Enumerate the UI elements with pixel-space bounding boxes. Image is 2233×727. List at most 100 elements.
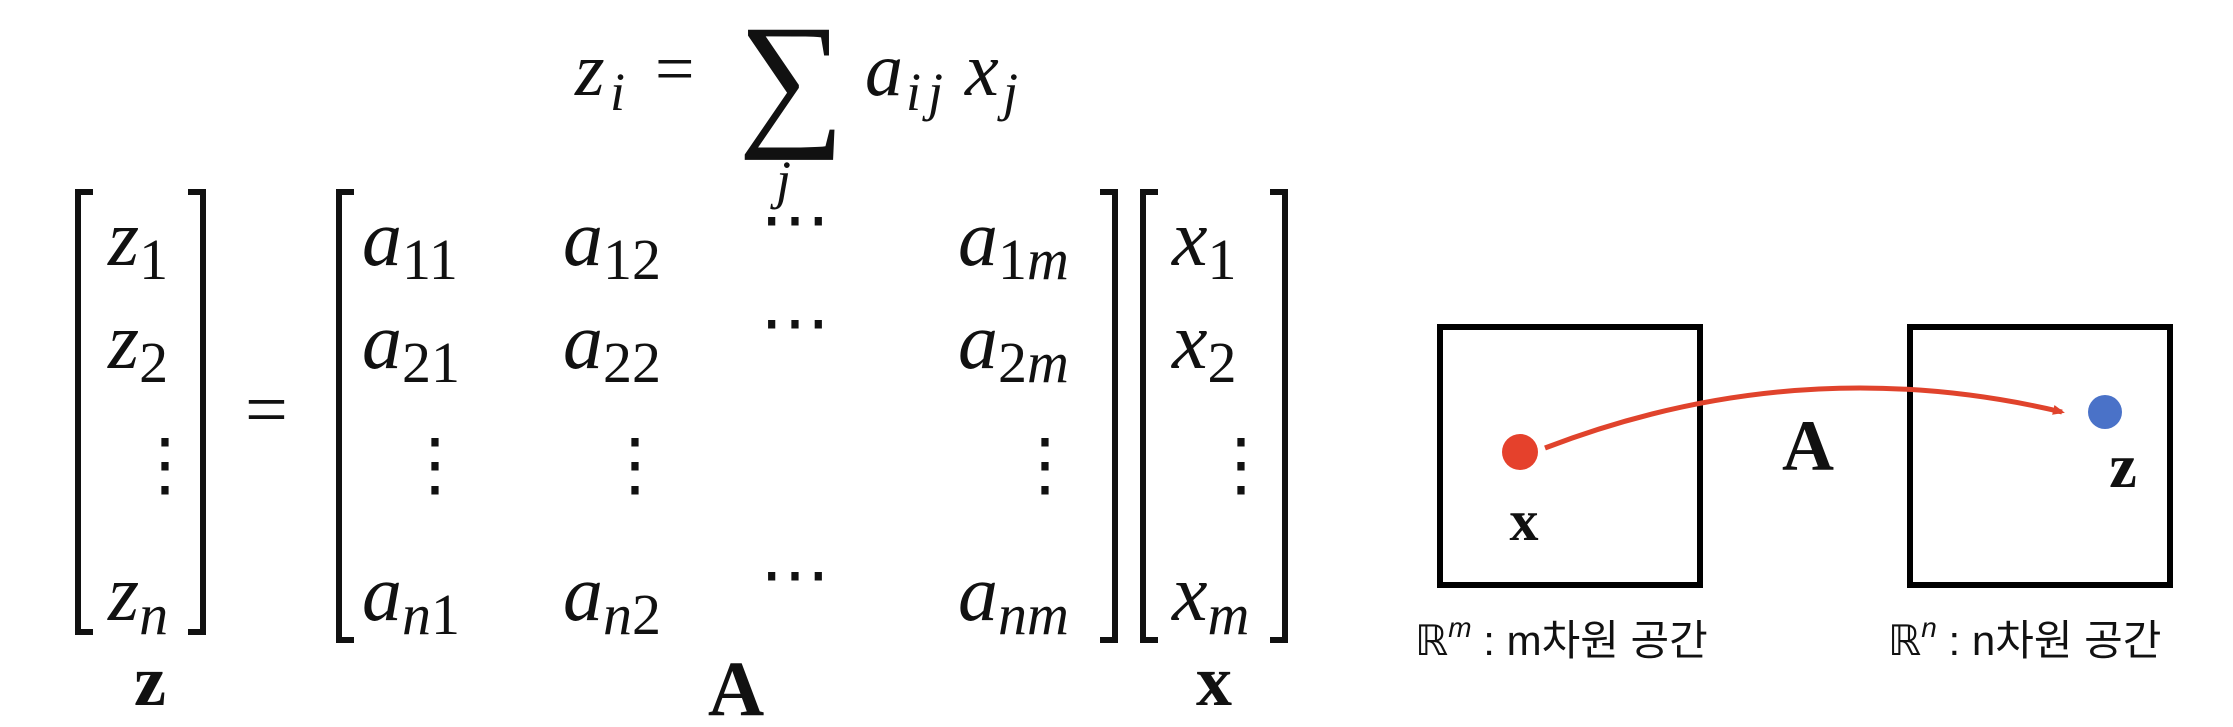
a-entry-sub: 21 xyxy=(402,330,460,395)
x-entry-base: x xyxy=(1171,195,1208,283)
space-n-exponent: n xyxy=(1921,612,1937,643)
formula-a-index-j: j xyxy=(922,62,943,122)
space-m-caption: ℝm : m차원 공간 xyxy=(1415,612,1708,664)
a-entry: a1m xyxy=(958,195,1069,292)
space-n-symbol: ℝ xyxy=(1888,617,1921,664)
a-entry: ⋮ xyxy=(1010,427,1080,504)
sum-symbol: ∑ xyxy=(738,0,845,161)
z-entry-sub: n xyxy=(139,582,168,647)
sum-index-j: j xyxy=(770,150,791,210)
a-entry-sub-part: 1 xyxy=(998,227,1027,292)
a-entry-sub: 2m xyxy=(998,330,1069,395)
z-entry-sub: 1 xyxy=(139,227,168,292)
a-entry: ⋯ xyxy=(760,182,830,259)
space-m-text: : m차원 공간 xyxy=(1472,617,1708,664)
a-entry-sub-part: 2 xyxy=(998,330,1027,395)
a-entry-base: ⋮ xyxy=(1010,427,1080,504)
formula-z-index-i: i xyxy=(610,62,625,122)
a-entry-base: ⋯ xyxy=(760,537,830,614)
formula-x-index-j: j xyxy=(997,62,1018,122)
a-entry: ⋮ xyxy=(400,427,470,504)
z-entry-base: z xyxy=(107,550,139,638)
a-entry: a21 xyxy=(362,298,460,395)
z-entry: z1 xyxy=(107,195,168,292)
z-entry: z2 xyxy=(107,298,168,395)
z-vector-left-bracket xyxy=(75,189,93,635)
x-vector-left-bracket xyxy=(1140,189,1158,643)
z-entry-sub: 2 xyxy=(139,330,168,395)
a-entry-sub: 22 xyxy=(603,330,661,395)
z-vector-label: z xyxy=(134,641,166,721)
a-entry-sub-part: 2 xyxy=(632,582,661,647)
mapping-arrow xyxy=(1544,385,2065,451)
a-entry-sub-part: n xyxy=(603,582,632,647)
space-m-symbol: ℝ xyxy=(1415,617,1448,664)
z-vector-right-bracket xyxy=(188,189,206,635)
space-n-box xyxy=(1907,324,2173,588)
space-m-box xyxy=(1437,324,1703,588)
z-entry-base: z xyxy=(107,195,139,283)
z-entry-base: z xyxy=(107,298,139,386)
space-n-text: : n차원 공간 xyxy=(1937,617,2162,664)
a-entry-base: ⋯ xyxy=(760,285,830,362)
a-matrix-label: A xyxy=(708,645,764,727)
formula-a: a xyxy=(865,28,903,112)
x-entry-base: x xyxy=(1171,298,1208,386)
x-vector-right-bracket xyxy=(1270,189,1288,643)
point-z-dot xyxy=(2088,395,2122,429)
x-entry: ⋮ xyxy=(1206,427,1276,504)
a-entry-base: a xyxy=(362,550,402,638)
a-entry-sub: n2 xyxy=(603,582,661,647)
a-entry: a2m xyxy=(958,298,1069,395)
z-entry: ⋮ xyxy=(130,427,200,504)
a-entry: anm xyxy=(958,550,1069,647)
a-matrix-left-bracket xyxy=(336,189,354,643)
a-entry: an2 xyxy=(563,550,661,647)
x-entry: x1 xyxy=(1171,195,1237,292)
x-entry: x2 xyxy=(1171,298,1237,395)
a-entry-base: a xyxy=(362,195,402,283)
a-entry-sub: 11 xyxy=(402,227,458,292)
x-entry: xm xyxy=(1171,550,1249,647)
a-entry-sub: n1 xyxy=(402,582,460,647)
formula-x: x xyxy=(964,28,999,112)
a-entry-sub: 12 xyxy=(603,227,661,292)
x-entry-base: ⋮ xyxy=(1206,427,1276,504)
a-entry-base: ⋯ xyxy=(760,182,830,259)
a-entry-base: a xyxy=(563,550,603,638)
point-z-label: z xyxy=(2109,433,2137,501)
a-entry: a22 xyxy=(563,298,661,395)
a-entry-sub: nm xyxy=(998,582,1069,647)
a-entry-sub-part: n xyxy=(402,582,431,647)
a-entry-base: a xyxy=(362,298,402,386)
a-entry-base: a xyxy=(563,195,603,283)
formula-z: z xyxy=(574,28,605,112)
mapping-arrow-label: A xyxy=(1782,406,1834,486)
a-entry-sub-part: 1 xyxy=(431,582,460,647)
space-n-caption: ℝn : n차원 공간 xyxy=(1888,612,2161,664)
a-entry: a12 xyxy=(563,195,661,292)
a-entry: ⋯ xyxy=(760,285,830,362)
a-entry-base: a xyxy=(958,195,998,283)
x-entry-sub: 2 xyxy=(1208,330,1237,395)
space-m-exponent: m xyxy=(1448,612,1471,643)
mapping-diagram: x z A ℝm : m차원 공간 ℝn : n차원 공간 xyxy=(1415,324,2173,664)
a-entry-base: a xyxy=(958,550,998,638)
point-x-label: x xyxy=(1510,488,1539,553)
a-entry-base: ⋮ xyxy=(600,427,670,504)
x-entry-sub: m xyxy=(1208,582,1250,647)
formula-equals: = xyxy=(655,31,694,108)
a-entry-sub-part: m xyxy=(1027,227,1069,292)
point-x-dot xyxy=(1502,434,1538,470)
x-entry-base: x xyxy=(1171,550,1208,638)
matrix-equals: = xyxy=(245,368,288,452)
z-entry-base: ⋮ xyxy=(130,427,200,504)
z-entry: zn xyxy=(107,550,168,647)
a-entry: ⋮ xyxy=(600,427,670,504)
a-entry-base: a xyxy=(958,298,998,386)
